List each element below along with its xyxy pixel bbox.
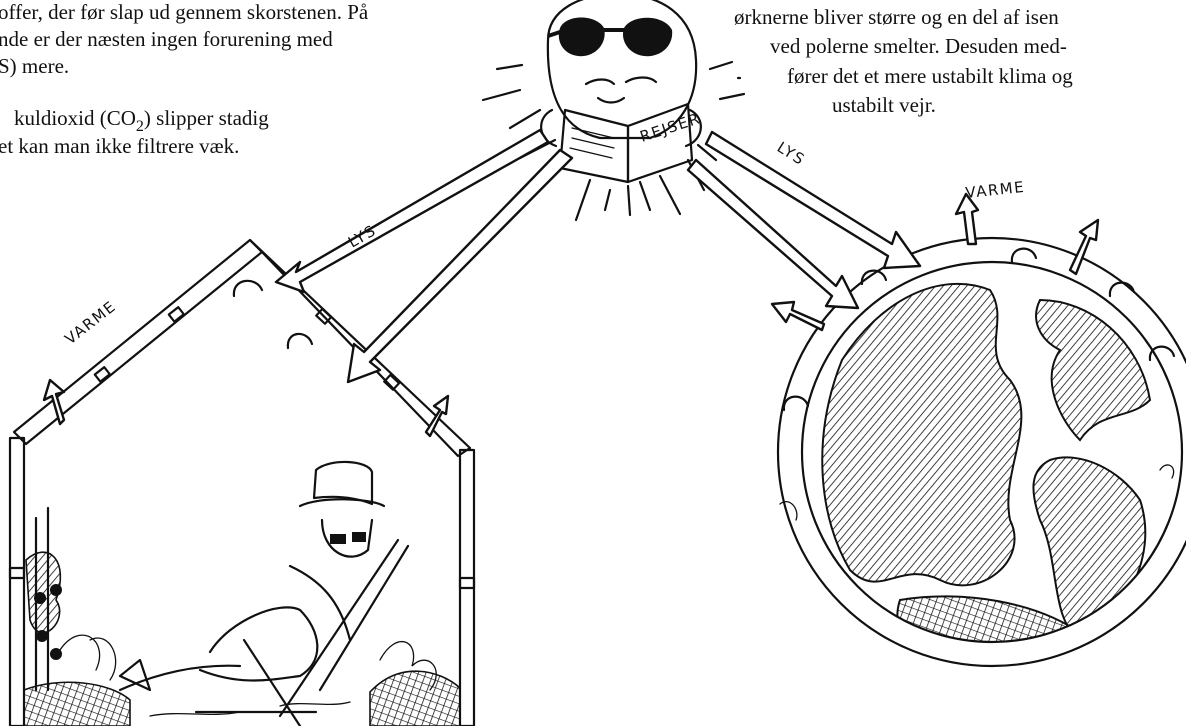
- greenhouse: VARME LYS: [10, 130, 572, 726]
- sun-newspaper: REJSER: [560, 104, 703, 182]
- sun-character: REJSER: [483, 0, 744, 220]
- greenhouse-varme-label: VARME: [61, 297, 119, 348]
- earth-lys-label: LYS: [774, 138, 809, 169]
- newspaper-label: REJSER: [638, 109, 703, 146]
- earth: VARME LYS: [688, 132, 1186, 666]
- earth-varme-label: VARME: [965, 178, 1026, 202]
- man-in-deckchair: [120, 462, 408, 726]
- tomato-plants: [26, 508, 116, 690]
- sunglasses: [548, 18, 672, 57]
